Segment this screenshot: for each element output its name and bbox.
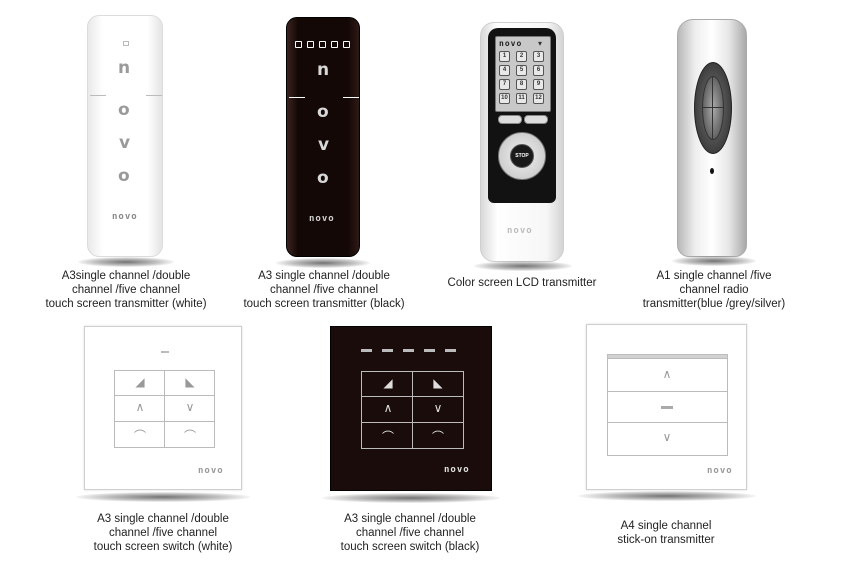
remote-letter-n: n [317,60,330,80]
remote-letter-v: v [318,135,330,155]
chevron-down-icon: ∨ [662,430,672,444]
channel-led [161,351,169,353]
remote-letter-o2: o [118,166,130,186]
channel-led-5 [445,349,456,352]
product-shadow [78,257,174,267]
product-shadow [672,256,756,266]
channel-led-2 [307,41,314,48]
right-select-button[interactable] [524,115,548,124]
key-2[interactable]: 2 [516,51,527,62]
brand-logo: novo [112,212,138,222]
curve-arrow-icon: ⌒ [381,430,394,444]
channel-led-5 [343,41,350,48]
product-shadow [76,492,250,502]
a3-black-switch: ◢ ◣ ∧ ∨ ⌒ ⌒ novo [330,326,492,491]
stop-button[interactable]: STOP [510,144,534,168]
tilt-arrow-icon: ◣ [433,376,443,390]
channel-led-4 [424,349,435,352]
caption-a4: A4 single channel stick-on transmitter [617,520,715,546]
touch-divider-left [90,95,106,96]
channel-led-3 [319,41,326,48]
a3-black-remote: n o v o novo [286,17,360,257]
brand-logo: novo [707,466,733,476]
chevron-down-icon: ∨ [433,401,443,415]
a4-stick-on-transmitter: ∧ ∨ novo [586,324,747,490]
key-10[interactable]: 10 [499,93,510,104]
down-button[interactable] [607,422,728,456]
key-8[interactable]: 8 [516,79,527,90]
channel-led-2 [382,349,393,352]
channel-led-3 [403,349,414,352]
brand-logo: novo [507,226,533,236]
remote-letter-n: n [118,58,131,78]
chevron-down-icon: ∨ [185,400,195,414]
screen-brand-logo: novo [499,39,523,48]
chevron-up-icon: ∧ [383,401,393,415]
brand-logo: novo [309,214,335,224]
remote-letter-o2: o [317,168,329,188]
channel-led-1 [361,349,372,352]
rocker-button[interactable] [702,76,724,140]
product-shadow [276,258,370,268]
key-3[interactable]: 3 [533,51,544,62]
product-shadow [322,493,500,503]
remote-letter-v: v [119,133,131,153]
channel-led-1 [295,41,302,48]
key-12[interactable]: 12 [533,93,544,104]
curve-arrow-icon: ⌒ [183,429,196,443]
indicator-led [123,41,129,46]
touch-divider-right [343,97,359,98]
curve-arrow-icon: ⌒ [133,429,146,443]
left-select-button[interactable] [498,115,522,124]
lcd-remote: novo ▾ 1 2 3 4 5 6 7 8 9 10 11 12 STOP n… [480,22,564,262]
caption-a3-black: A3 single channel /double channel /five … [243,270,405,310]
remote-letter-o: o [118,100,130,120]
key-5[interactable]: 5 [516,65,527,76]
key-6[interactable]: 6 [533,65,544,76]
rocker-center-line [712,77,713,139]
caption-lcd: Color screen LCD transmitter [447,277,597,289]
touch-divider-right [146,95,162,96]
curve-arrow-icon: ⌒ [431,430,444,444]
touch-divider-left [289,97,305,98]
indicator-led [710,168,714,174]
key-1[interactable]: 1 [499,51,510,62]
key-11[interactable]: 11 [516,93,527,104]
key-9[interactable]: 9 [533,79,544,90]
a3-white-remote: n o v o novo [87,15,163,257]
channel-led-4 [331,41,338,48]
key-4[interactable]: 4 [499,65,510,76]
tilt-arrow-icon: ◢ [383,376,393,390]
caption-switch-white: A3 single channel /double channel /five … [93,513,233,553]
caption-switch-black: A3 single channel /double channel /five … [340,513,480,553]
key-7[interactable]: 7 [499,79,510,90]
signal-icon: ▾ [538,39,543,48]
chevron-up-icon: ∧ [135,400,145,414]
brand-logo: novo [198,466,224,476]
stop-dash-icon [661,406,673,409]
tilt-arrow-icon: ◢ [135,375,145,389]
tilt-arrow-icon: ◣ [185,375,195,389]
product-shadow [578,491,756,501]
chevron-up-icon: ∧ [662,367,672,381]
switch-button-curve-right[interactable] [412,422,464,449]
a1-remote [677,19,747,257]
rocker-divider [703,107,723,108]
caption-a3-white: A3single channel /double channel /five c… [45,270,207,310]
lcd-screen: novo ▾ 1 2 3 4 5 6 7 8 9 10 11 12 [495,36,551,112]
a3-white-switch: ◢ ◣ ∧ ∨ ⌒ ⌒ novo [84,326,242,490]
switch-button-curve-right[interactable] [164,421,215,448]
brand-logo: novo [444,465,470,475]
caption-a1: A1 single channel /five channel radio tr… [642,270,786,310]
remote-letter-o: o [317,102,329,122]
product-shadow [474,261,572,271]
